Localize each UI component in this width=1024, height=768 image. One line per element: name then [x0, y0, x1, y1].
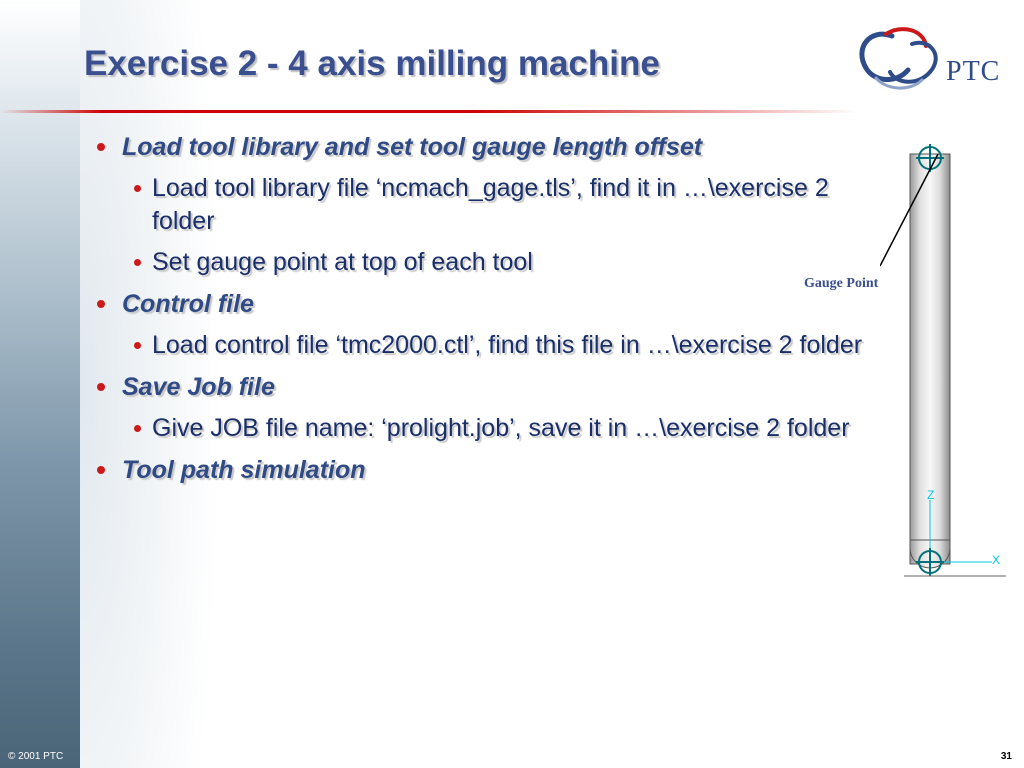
sub-bullet-text: Load control file ‘tmc2000.ctl’, find th… — [152, 331, 863, 359]
sub-bullet-dot — [134, 342, 141, 349]
sub-bullet-dot — [134, 425, 141, 432]
milling-tool-figure: Z X — [880, 144, 1006, 577]
sub-bullet-item: Load control file ‘tmc2000.ctl’, find th… — [94, 329, 874, 362]
sub-bullet-item: Set gauge point at top of each tool — [94, 246, 874, 279]
title-underline — [0, 110, 860, 113]
sub-bullet-item: Load tool library file ‘ncmach_gage.tls’… — [94, 172, 874, 238]
bullet-dot — [97, 466, 105, 474]
bullet-dot — [97, 143, 105, 151]
bullet-text: Save Job file — [122, 373, 275, 401]
bullet-item: Load tool library and set tool gauge len… — [94, 130, 874, 164]
bullet-item: Tool path simulation — [94, 453, 874, 487]
bullet-dot — [97, 300, 105, 308]
axis-z-label: Z — [927, 488, 934, 502]
footer-copyright: © 2001 PTC — [8, 751, 64, 762]
ptc-logo-icon — [859, 27, 938, 90]
sub-bullet-item: Give JOB file name: ‘prolight.job’, save… — [94, 412, 874, 445]
gauge-leader-line — [880, 153, 939, 267]
slide-title: Exercise 2 - 4 axis milling machine — [84, 44, 660, 83]
tool-tip-marker-icon — [916, 548, 944, 576]
sub-bullet-text: Give JOB file name: ‘prolight.job’, save… — [152, 414, 850, 442]
bullet-item: Control file — [94, 287, 874, 321]
ptc-logo-text: PTC — [946, 56, 1001, 87]
bullet-item: Save Job file — [94, 370, 874, 404]
sub-bullet-dot — [134, 185, 141, 192]
gauge-point-label: Gauge Point — [804, 276, 879, 291]
sub-bullet-text: Set gauge point at top of each tool — [152, 248, 533, 276]
bullet-text: Tool path simulation — [122, 456, 366, 484]
sub-bullet-text: Load tool library file ‘ncmach_gage.tls’… — [152, 174, 829, 235]
bullet-text: Control file — [122, 290, 254, 318]
side-gradient-band — [0, 0, 80, 768]
page-number: 31 — [1000, 751, 1012, 762]
bullet-text: Load tool library and set tool gauge len… — [122, 133, 703, 161]
axis-x-label: X — [992, 553, 1000, 567]
bullet-dot — [97, 383, 105, 391]
bullet-list: Load tool library and set tool gauge len… — [94, 130, 874, 495]
sub-bullet-dot — [134, 259, 141, 266]
